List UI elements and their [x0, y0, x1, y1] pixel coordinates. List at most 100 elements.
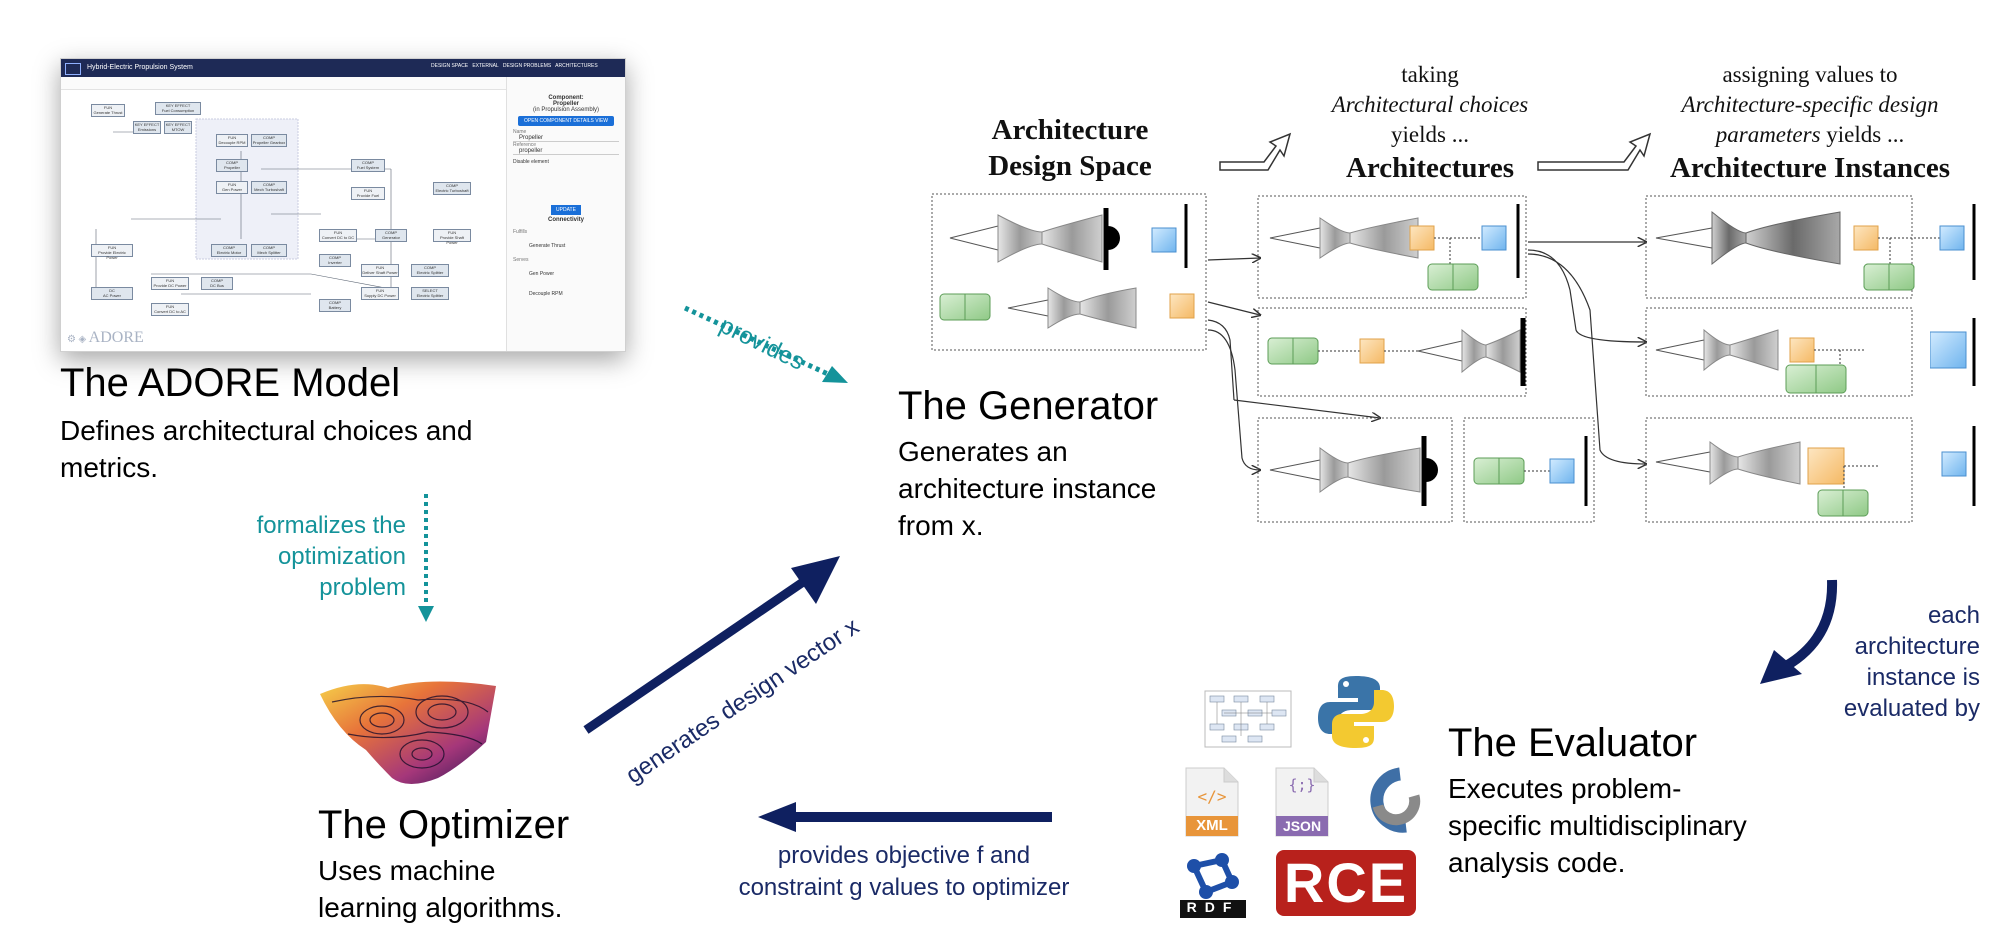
graph-node[interactable]: FUN Provide DC Power [151, 277, 189, 290]
panel-connection-row[interactable]: Gen Power [529, 271, 555, 277]
graph-node[interactable]: FUN Provide Shaft Power [433, 229, 471, 245]
objective-label: provides objective f and constraint g va… [738, 842, 1070, 901]
architecture-box [1257, 417, 1453, 523]
graph-node[interactable]: KEY EFFECT Emissions [133, 121, 161, 134]
instance-end-markers [1930, 204, 1976, 506]
architectures-caption: taking Architectural choices yields ... [1331, 62, 1529, 147]
panel-serves-label: Serves [513, 257, 529, 263]
generates-arrow [583, 556, 840, 734]
evaluated-by-label: each architecture instance is evaluated … [1843, 602, 1980, 722]
graph-node[interactable]: DC AC Power [91, 287, 133, 300]
rce-label: RCE [1283, 851, 1409, 914]
json-glyph: {;} [1288, 776, 1316, 794]
tab-architectures[interactable]: ARCHITECTURES [555, 63, 598, 69]
optimizer-title: The Optimizer [318, 803, 570, 847]
panel-connection-row[interactable]: Generate Thrust [529, 243, 566, 249]
graph-node[interactable]: COMP Mech Splitter [251, 244, 287, 257]
graph-node[interactable]: COMP Electric Turboshaft [433, 182, 471, 195]
component-detail-panel: Component: Propeller (in Propulsion Asse… [506, 77, 625, 351]
instance-box [1645, 307, 1913, 397]
graph-node[interactable]: COMP Generator [375, 229, 407, 242]
panel-disable-checkbox[interactable]: Disable element [513, 159, 549, 165]
open-component-details-button[interactable]: OPEN COMPONENT DETAILS VIEW [518, 116, 614, 126]
instance-box [1645, 417, 1913, 523]
cpacs-swirl-icon [1370, 767, 1421, 833]
graph-node[interactable]: COMP Electric Splitter [411, 264, 449, 277]
adore-app-screenshot: Hybrid-Electric Propulsion System DESIGN… [60, 58, 626, 352]
graph-node[interactable]: FUN Generate Thrust [91, 104, 125, 117]
graph-node[interactable]: FUN Deliver Shaft Power [361, 264, 399, 277]
formalizes-arrow [418, 494, 434, 622]
rce-logo-icon [1276, 850, 1416, 916]
graph-node[interactable]: FUN Provide Fuel [351, 187, 385, 200]
graph-node[interactable]: COMP Fuel System [351, 159, 385, 172]
rdf-label: RDF [1186, 899, 1240, 915]
json-file-icon [1275, 767, 1329, 837]
architectures-heading: Architectures [1345, 152, 1515, 184]
rdf-logo-icon [1180, 850, 1246, 918]
adore-app-logo-icon [65, 63, 81, 75]
adore-app-title: Hybrid-Electric Propulsion System [87, 64, 193, 71]
graph-node[interactable]: COMP Battery [319, 299, 351, 312]
graph-node[interactable]: KEY EFFECT MTOW [164, 121, 192, 134]
graph-node[interactable]: SELECT Electric Splitter [411, 287, 449, 300]
panel-fulfills-label: Fulfills [513, 229, 528, 235]
graph-node[interactable]: FUN Supply DC Power [361, 287, 399, 300]
generator-from-text: from x. [898, 510, 984, 541]
adore-model-description: Defines architectural choices and metric… [60, 415, 473, 483]
panel-reference-label: Reference [513, 142, 537, 148]
panel-update-button[interactable]: UPDATE [551, 205, 581, 215]
provides-arrow [683, 305, 848, 383]
graph-node[interactable]: COMP Mech Turboshaft [251, 181, 287, 194]
adore-watermark-logo: ⚙ ◈ ADORE [67, 329, 144, 346]
tab-design-problems[interactable]: DESIGN PROBLEMS [502, 63, 552, 69]
graph-node[interactable]: COMP Propeller [216, 159, 248, 172]
generator-description: Generates an architecture instance from … [898, 436, 1157, 541]
instances-heading: Architecture Instances [1669, 152, 1951, 184]
graph-node[interactable]: COMP Electric Motor [211, 244, 247, 257]
objective-arrow [758, 802, 1052, 832]
generator-title: The Generator [898, 384, 1159, 428]
design-space-box [931, 193, 1207, 351]
graph-node[interactable]: FUN Convert DC to DC [319, 229, 357, 242]
instances-caption: assigning values to Architecture-specifi… [1681, 62, 1939, 147]
graph-node[interactable]: COMP Propeller Gearbox [251, 134, 287, 147]
panel-component-label: Component: [548, 95, 584, 101]
panel-name-field[interactable]: Propeller [513, 135, 619, 142]
optimizer-description: Uses machine learning algorithms. [318, 855, 563, 923]
xml-label: XML [1196, 817, 1228, 834]
adore-app-tabs: DESIGN SPACE EXTERNAL DESIGN PROBLEMS AR… [431, 63, 598, 69]
instance-green-component [1863, 263, 1915, 291]
graph-node[interactable]: COMP DC Bus [201, 277, 233, 290]
graph-node[interactable]: FUN Provide Electric Power [91, 244, 133, 260]
graph-node[interactable]: FUN Decouple RPM [216, 134, 248, 147]
evaluator-title: The Evaluator [1448, 721, 1698, 765]
tab-design-space[interactable]: DESIGN SPACE [431, 63, 469, 69]
panel-connectivity-heading: Connectivity [547, 217, 584, 223]
xml-file-icon: </> [1185, 767, 1239, 837]
graph-node[interactable]: COMP Inverter [319, 254, 351, 267]
formalizes-label: formalizes the optimization problem [256, 512, 406, 601]
engine-shape [949, 208, 1120, 270]
json-label: JSON [1282, 818, 1322, 834]
panel-component-parent: (in Propulsion Assembly) [532, 107, 600, 113]
adore-model-title: The ADORE Model [60, 361, 401, 405]
architecture-box [1257, 195, 1527, 299]
instance-box [1645, 195, 1913, 299]
adore-graph-canvas [95, 118, 392, 299]
architecture-diagram [931, 193, 1940, 523]
adore-app-titlebar: Hybrid-Electric Propulsion System [61, 59, 625, 77]
adore-app-toolbar [61, 77, 507, 90]
panel-connection-row[interactable]: Decouple RPM [529, 291, 563, 297]
panel-component-name: Propeller [552, 101, 579, 107]
panel-reference-field[interactable]: propeller [513, 148, 619, 155]
tab-external[interactable]: EXTERNAL [472, 63, 499, 69]
hollow-arrow-icon [1537, 132, 1652, 171]
graph-node[interactable]: FUN Convert DC to AC [151, 303, 189, 316]
architecture-box [1463, 417, 1595, 523]
python-icon [1318, 676, 1394, 748]
xdsm-diagram-icon [1204, 690, 1292, 748]
graph-node[interactable]: FUN Gen Power [216, 181, 248, 194]
svg-text:</>: </> [1198, 787, 1227, 806]
graph-node[interactable]: KEY EFFECT Fuel Consumption [155, 102, 201, 115]
